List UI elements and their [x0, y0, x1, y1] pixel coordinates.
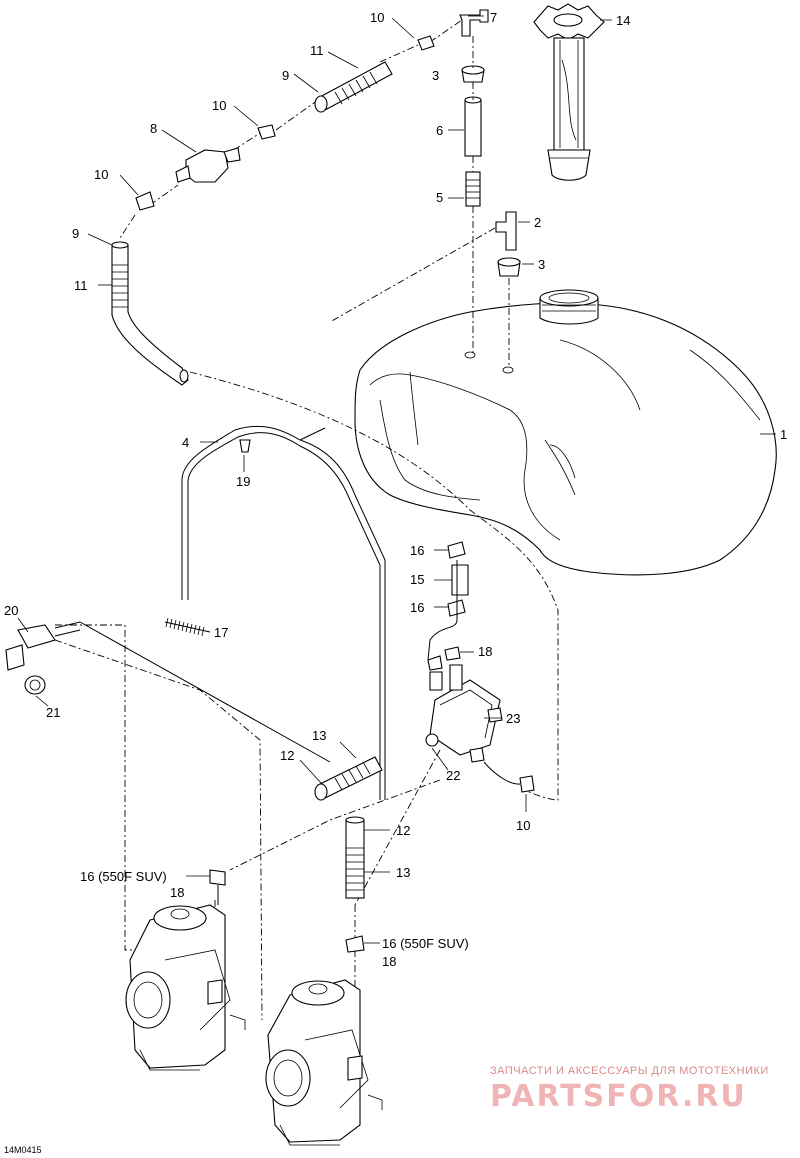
- callout-18a: 18: [478, 644, 492, 659]
- callout-5: 5: [436, 190, 443, 205]
- callout-16b: 16: [410, 600, 424, 615]
- watermark-tagline: ЗАПЧАСТИ И АКСЕССУАРЫ ДЛЯ МОТОТЕХНИКИ: [490, 1065, 769, 1077]
- callout-21: 21: [46, 705, 60, 720]
- callout-3b: 3: [538, 257, 545, 272]
- callout-13b: 13: [396, 865, 410, 880]
- fuel-pump: [425, 541, 535, 793]
- callout-16a: 16: [410, 543, 424, 558]
- callout-18b: 18: [170, 885, 184, 900]
- callout-18c: 18: [382, 954, 396, 969]
- spring: [164, 617, 211, 637]
- callout-11b: 11: [74, 278, 88, 293]
- callout-6: 6: [436, 123, 443, 138]
- callout-10b: 10: [212, 98, 226, 113]
- vent-line-upper: [459, 9, 521, 277]
- callout-10a: 10: [370, 10, 384, 25]
- callout-13a: 13: [312, 728, 326, 743]
- callout-4: 4: [182, 435, 189, 450]
- callout-labels: 10 7 14 11 3 9 10 6 8 10 5 2 9 3 11 1 4 …: [4, 10, 787, 969]
- vent-hose-left: [111, 241, 189, 386]
- callout-16c: 16 (550F SUV): [80, 869, 167, 884]
- callout-23: 23: [506, 711, 520, 726]
- callout-14: 14: [616, 13, 630, 28]
- callout-11a: 11: [310, 43, 324, 58]
- callout-8: 8: [150, 121, 157, 136]
- diagram-code: 14M0415: [4, 1145, 42, 1155]
- callout-10c: 10: [94, 167, 108, 182]
- carburetor-right: [265, 979, 383, 1146]
- fuel-cap-gauge: [533, 3, 605, 181]
- callout-19: 19: [236, 474, 250, 489]
- watermark: ЗАПЧАСТИ И АКСЕССУАРЫ ДЛЯ МОТОТЕХНИКИ PA…: [490, 1065, 769, 1114]
- callout-17: 17: [214, 625, 228, 640]
- callout-3a: 3: [432, 68, 439, 83]
- callout-1: 1: [780, 427, 787, 442]
- callout-15: 15: [410, 572, 424, 587]
- primer: [5, 621, 331, 763]
- vent-hose-upper: [135, 35, 435, 211]
- callout-20: 20: [4, 603, 18, 618]
- callout-12b: 12: [396, 823, 410, 838]
- callout-12a: 12: [280, 748, 294, 763]
- fuel-tank: [354, 289, 777, 576]
- assembly-centerlines: [54, 19, 559, 1060]
- fuel-hose-middle: [314, 756, 383, 801]
- fuel-hose-lower: [345, 816, 365, 953]
- callout-9b: 9: [72, 226, 79, 241]
- carburetor-left: [125, 869, 246, 1071]
- fuel-line: [181, 425, 386, 800]
- callout-10d: 10: [516, 818, 530, 833]
- watermark-brand: PARTSFOR.RU: [490, 1079, 747, 1114]
- leader-lines: [17, 15, 776, 944]
- callout-2: 2: [534, 215, 541, 230]
- callout-22: 22: [446, 768, 460, 783]
- callout-7: 7: [490, 10, 497, 25]
- callout-16d: 16 (550F SUV): [382, 936, 469, 951]
- callout-9a: 9: [282, 68, 289, 83]
